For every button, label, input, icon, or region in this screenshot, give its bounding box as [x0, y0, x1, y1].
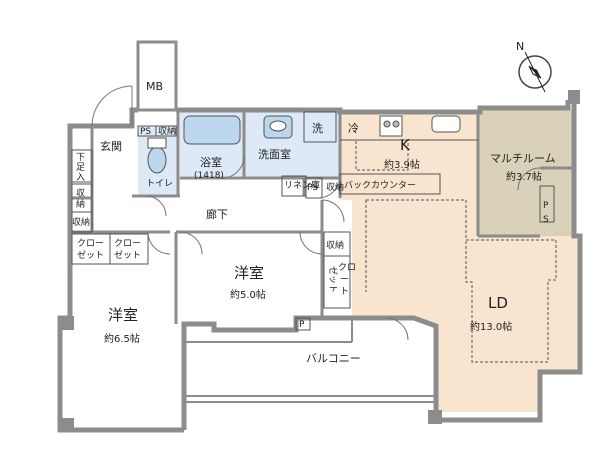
closet-v-label-1: クロ [338, 262, 356, 273]
fridge-label: 冷 [348, 122, 359, 135]
washroom-label: 洗面室 [258, 147, 291, 161]
storage-small-label: 収納 [158, 125, 176, 137]
western1-area-label: 約6.5帖 [104, 332, 140, 345]
balcony-rails [184, 318, 436, 403]
kitchen-fixtures [340, 115, 478, 141]
storage-left-label-2: 納 [76, 198, 85, 210]
ps-multi-label-1: P [543, 201, 549, 211]
corridor-label: 廊下 [206, 207, 228, 221]
column-ml [60, 316, 74, 330]
entrance-label: 玄関 [100, 139, 122, 153]
mb-shaft [136, 40, 178, 112]
compass-n-label: N [516, 40, 524, 53]
closet-v-label-4: ト [340, 287, 349, 297]
multiroom-label: マルチルーム [490, 152, 556, 165]
ps-entrance-label: PS [140, 127, 151, 137]
bath-size-label: (1418) [194, 171, 224, 181]
western1-label: 洋室 [108, 306, 138, 324]
column-br [428, 410, 442, 424]
balcony-label: バルコニー [306, 352, 361, 365]
storage-w2-label: 収納 [326, 239, 344, 251]
ld-floor [340, 112, 578, 412]
western2-label: 洋室 [234, 264, 264, 282]
kitchen-area-label: 約3.9帖 [384, 158, 420, 171]
western2-area-label: 約5.0帖 [230, 288, 266, 301]
back-counter-label: バックカウンター [344, 180, 416, 191]
storage-left-b-label: 収納 [72, 216, 90, 228]
storage-left-label-1: 収 [76, 187, 85, 199]
mb-label: MB [146, 80, 163, 93]
ld-label: LD [488, 294, 508, 312]
closet-v-label-2: ー [340, 275, 349, 285]
storage-mid-label: 収納 [326, 181, 344, 193]
closet-a-label-2: ゼット [77, 249, 104, 261]
shoe-storage-label-1: 下 [76, 153, 85, 163]
closet-b-label-1: クロー [114, 238, 141, 249]
closet-b-label-2: ゼット [114, 249, 141, 261]
column-tr [568, 90, 580, 104]
kitchen-label: K [400, 136, 411, 154]
shoe-storage-label-3: 入 [76, 172, 85, 183]
closet-v-label-3: ゼット [327, 266, 339, 293]
ps-mid-label: PS [307, 183, 318, 193]
compass-icon [518, 51, 552, 93]
door-swings [91, 85, 541, 341]
bath-label: 浴室 [200, 155, 222, 169]
p-mark-label: P [299, 320, 305, 330]
bath-fixtures [147, 115, 293, 174]
closet-a-label-1: クロー [77, 238, 104, 249]
shoe-storage-label-2: 足 [76, 162, 85, 173]
column-bl [60, 418, 74, 432]
wash-label: 洗 [312, 122, 323, 135]
toilet-label: トイレ [146, 179, 173, 189]
ps-multi-label-2: S [543, 215, 549, 225]
ld-area-label: 約13.0帖 [470, 320, 512, 333]
linen-label: リネン庫 [284, 179, 320, 191]
multiroom-area-label: 約3.7帖 [506, 170, 542, 183]
thin-lines [71, 111, 557, 363]
